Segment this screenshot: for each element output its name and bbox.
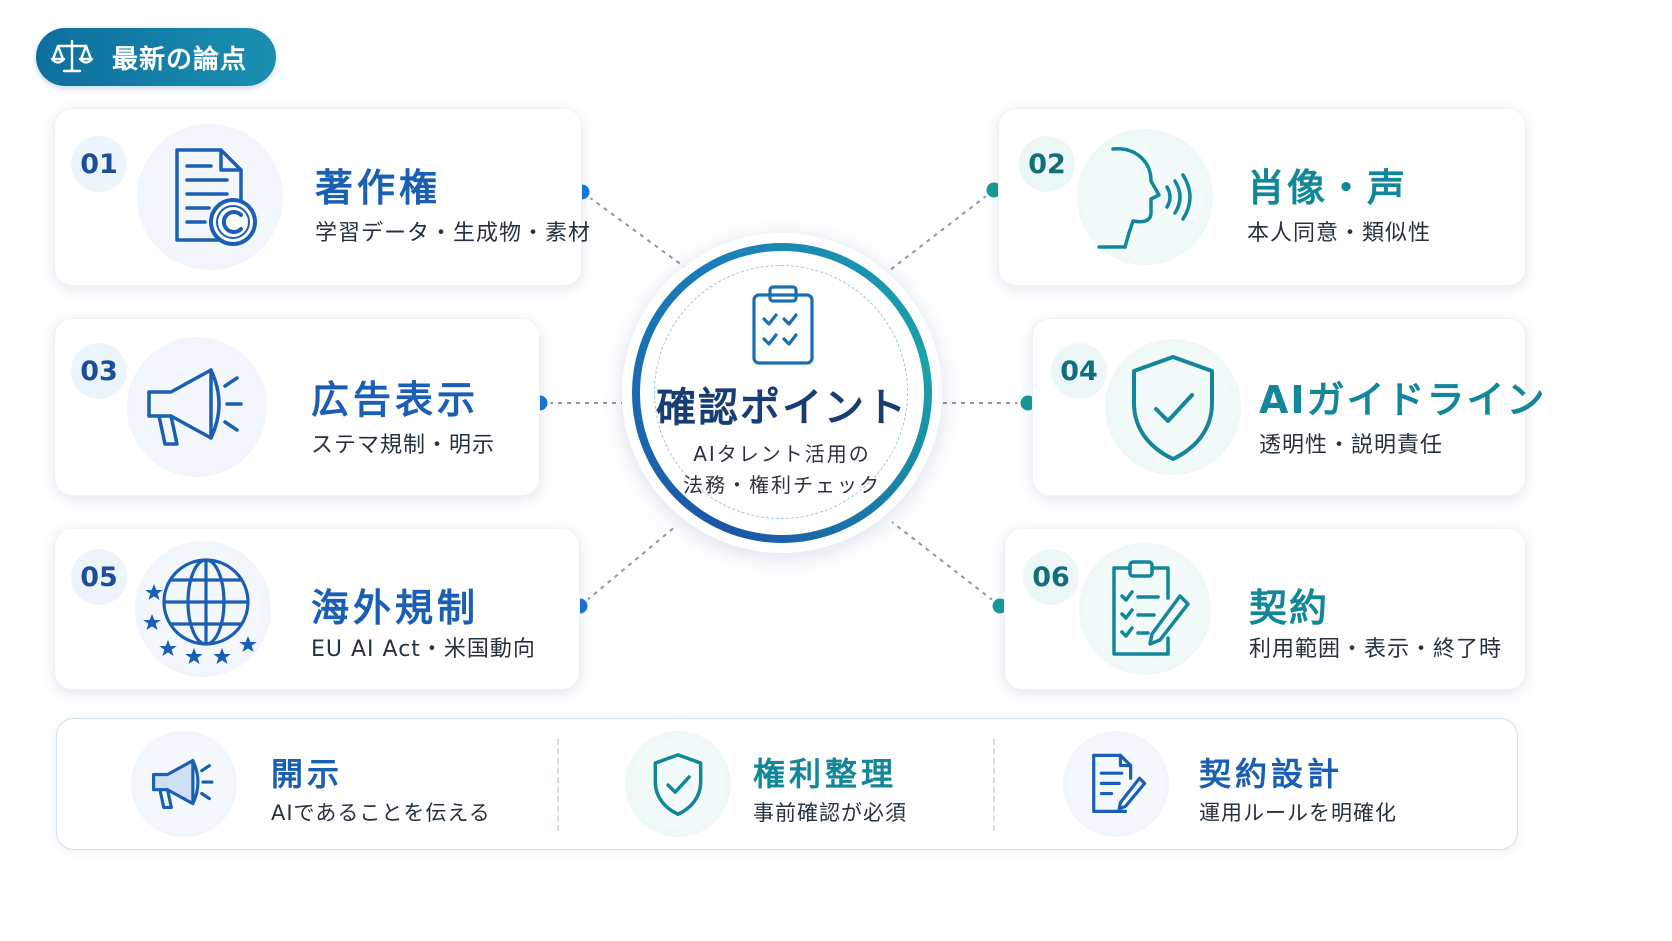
icon-circle xyxy=(1079,543,1211,675)
badge-label: 最新の論点 xyxy=(112,44,248,75)
item-number: 05 xyxy=(71,549,127,605)
center-title: 確認ポイント xyxy=(656,385,908,431)
summary-title: 権利整理 xyxy=(753,755,898,793)
shield-check-icon xyxy=(653,753,703,816)
scales-icon xyxy=(50,39,94,73)
summary-subtitle: AIであることを伝える xyxy=(271,801,491,825)
item-subtitle: 学習データ・生成物・素材 xyxy=(315,221,592,246)
center-subtitle-line1: AIタレント活用の xyxy=(693,442,871,466)
icon-circle xyxy=(1077,129,1213,265)
item-subtitle: 透明性・説明責任 xyxy=(1259,433,1444,458)
item-card-contract: 06 契約 利用範囲・表示・終了時 xyxy=(1004,528,1526,690)
icon-circle xyxy=(137,124,283,270)
item-card-overseas-regulation: 05 海外規制 EU AI Act・米国動向 xyxy=(54,528,580,690)
item-title: 肖像・声 xyxy=(1247,166,1408,210)
copyright-document-icon xyxy=(175,148,257,246)
item-title: 著作権 xyxy=(315,166,442,210)
megaphone-icon xyxy=(147,368,243,446)
globe-stars-icon xyxy=(143,558,257,664)
document-pen-icon xyxy=(1092,753,1147,813)
item-number: 04 xyxy=(1051,343,1107,399)
icon-circle xyxy=(135,541,271,677)
summary-icon-circle xyxy=(625,731,731,837)
item-card-ai-guideline: 04 AIガイドライン 透明性・説明責任 xyxy=(1032,318,1545,496)
item-title: 契約 xyxy=(1249,586,1330,630)
shield-check-icon xyxy=(1132,355,1214,461)
clipboard-pen-icon xyxy=(1112,560,1190,656)
icon-circle xyxy=(1105,339,1241,475)
item-number: 06 xyxy=(1023,549,1079,605)
item-title: AIガイドライン xyxy=(1259,378,1547,422)
summary-bar: 開示 AIであることを伝える 権利整理 事前確認が必須 契約設計 運用ルールを xyxy=(56,718,1518,850)
topic-badge: 最新の論点 xyxy=(36,28,276,86)
summary-icon-circle xyxy=(1063,731,1169,837)
item-title: 広告表示 xyxy=(311,378,480,422)
item-number: 02 xyxy=(1019,136,1075,192)
megaphone-icon xyxy=(152,758,214,810)
summary-subtitle: 運用ルールを明確化 xyxy=(1199,801,1397,825)
checklist-clipboard-icon xyxy=(752,285,814,365)
summary-divider xyxy=(993,739,995,831)
summary-icon-circle xyxy=(131,731,237,837)
summary-title: 開示 xyxy=(271,755,344,793)
center-hub: 確認ポイント AIタレント活用の 法務・権利チェック xyxy=(622,233,942,553)
item-card-copyright: 01 著作権 学習データ・生成物・素材 xyxy=(54,108,590,286)
item-card-advertising: 03 広告表示 ステマ規制・明示 xyxy=(54,318,540,496)
item-subtitle: ステマ規制・明示 xyxy=(311,433,496,458)
item-card-likeness-voice: 02 肖像・声 本人同意・類似性 xyxy=(998,108,1526,286)
item-subtitle: 本人同意・類似性 xyxy=(1247,221,1432,246)
center-dashed-ring xyxy=(654,265,908,519)
summary-subtitle: 事前確認が必須 xyxy=(753,801,907,825)
item-number: 01 xyxy=(71,136,127,192)
summary-title: 契約設計 xyxy=(1199,755,1344,793)
face-voice-icon xyxy=(1097,147,1192,249)
center-subtitle-line2: 法務・権利チェック xyxy=(683,473,881,497)
summary-divider xyxy=(557,739,559,831)
icon-circle xyxy=(127,337,267,477)
item-number: 03 xyxy=(71,343,127,399)
item-title: 海外規制 xyxy=(311,586,480,630)
item-subtitle: 利用範囲・表示・終了時 xyxy=(1249,637,1503,662)
item-subtitle: EU AI Act・米国動向 xyxy=(311,637,536,662)
